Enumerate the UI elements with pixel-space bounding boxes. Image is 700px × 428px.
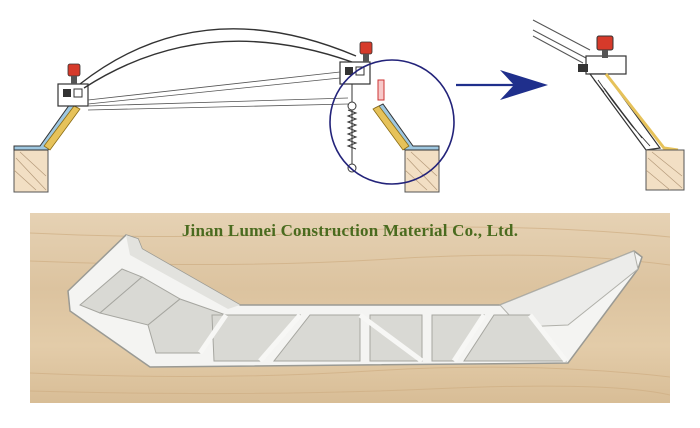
pvc-profile-photo: Jinan Lumei Construction Material Co., L… [30, 213, 670, 403]
right-wood-curb [404, 149, 440, 193]
skylight-section-diagram [13, 19, 685, 193]
enlarged-detail [532, 19, 685, 191]
profile-chambers [79, 268, 568, 362]
dome-arcs [79, 28, 357, 89]
pvc-profile-shape [30, 226, 670, 396]
right-upstand [372, 103, 440, 151]
opening-spring [346, 79, 385, 173]
company-caption: Jinan Lumei Construction Material Co., L… [181, 221, 519, 240]
left-red-knob [67, 63, 81, 84]
glazing-sheets [87, 71, 349, 111]
right-red-knob [359, 41, 373, 62]
detail-circle [329, 59, 455, 185]
left-frame-profile [57, 83, 89, 107]
left-upstand [13, 103, 81, 151]
detail-arrow [456, 70, 548, 100]
left-wood-curb [13, 149, 49, 193]
